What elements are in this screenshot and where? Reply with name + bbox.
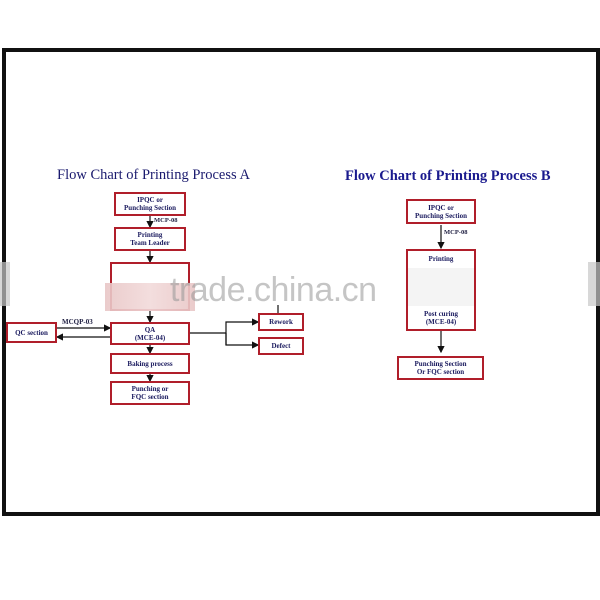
edge-artifact-right — [588, 262, 600, 306]
box-a-defect: Defect — [258, 337, 304, 355]
box-a-qa: QA(MCE-04) — [110, 322, 190, 345]
diagram-frame — [2, 48, 600, 516]
edge-artifact-left — [0, 262, 10, 306]
label-a-mcp: MCP-08 — [154, 217, 178, 224]
diagram-a-title: Flow Chart of Printing Process A — [57, 167, 250, 183]
diagram-b-title: Flow Chart of Printing Process B — [345, 168, 551, 184]
watermark-text: trade.china.cn — [170, 271, 377, 309]
obscured-region-a — [105, 283, 195, 311]
line-to-defect — [225, 333, 260, 349]
box-a-baking: Baking process — [110, 353, 190, 374]
box-b-printing-label: Printing — [428, 255, 454, 263]
label-a-mcqp: MCQP-03 — [62, 318, 93, 326]
box-a-rework: Rework — [258, 313, 304, 331]
box-a-qc-section: QC section — [6, 322, 57, 343]
label-b-mcp: MCP-08 — [444, 229, 468, 236]
obscured-region-b — [408, 268, 474, 306]
line-to-rework — [225, 318, 260, 345]
